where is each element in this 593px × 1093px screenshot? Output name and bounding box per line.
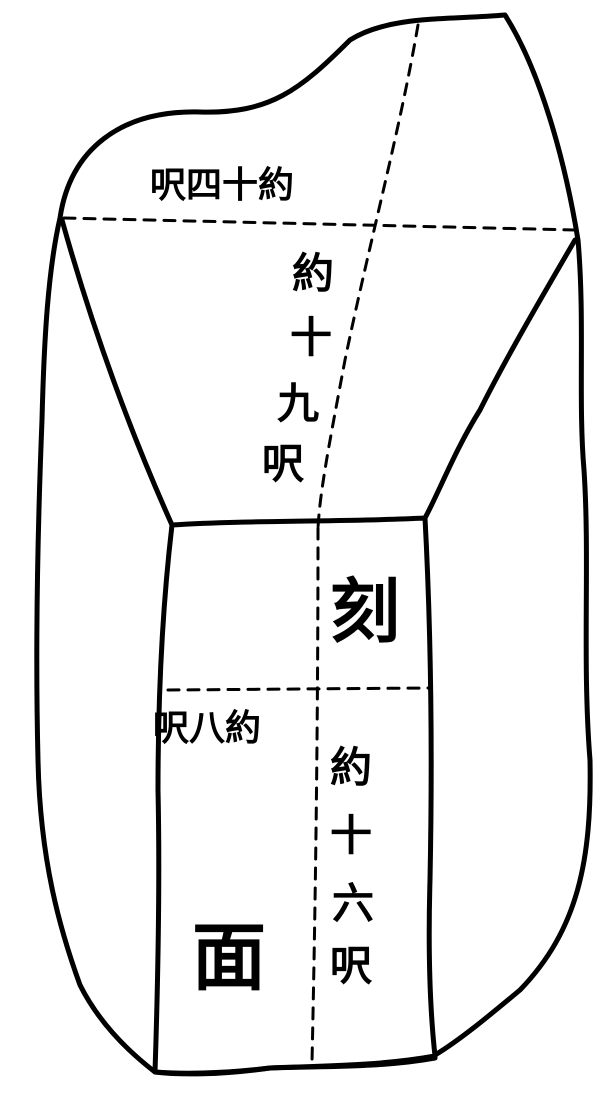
label-top-depth-2: 十 bbox=[290, 313, 332, 362]
top-depth-line bbox=[316, 23, 420, 530]
label-top-depth-4: 呎 bbox=[262, 439, 305, 488]
face-height-line bbox=[310, 526, 320, 1064]
label-face-width: 呎八約 bbox=[153, 708, 261, 749]
top-width-line bbox=[62, 216, 577, 232]
label-face: 面 bbox=[192, 915, 266, 1001]
top-face-left-edge bbox=[59, 217, 175, 528]
label-top-depth-1: 約 bbox=[292, 249, 334, 298]
rock-outline bbox=[34, 12, 593, 1077]
top-face-right-edge bbox=[422, 237, 578, 521]
face-width-line bbox=[166, 686, 430, 692]
label-face-height-3: 六 bbox=[332, 879, 374, 928]
label-face-height-1: 約 bbox=[330, 743, 372, 792]
front-face-outline bbox=[152, 515, 438, 1076]
label-top-width: 呎四十約 bbox=[150, 165, 294, 206]
label-face-height-4: 呎 bbox=[330, 941, 373, 990]
label-face-height-2: 十 bbox=[330, 811, 372, 860]
label-top-depth-3: 九 bbox=[277, 379, 319, 428]
label-engraved: 刻 bbox=[330, 571, 400, 653]
